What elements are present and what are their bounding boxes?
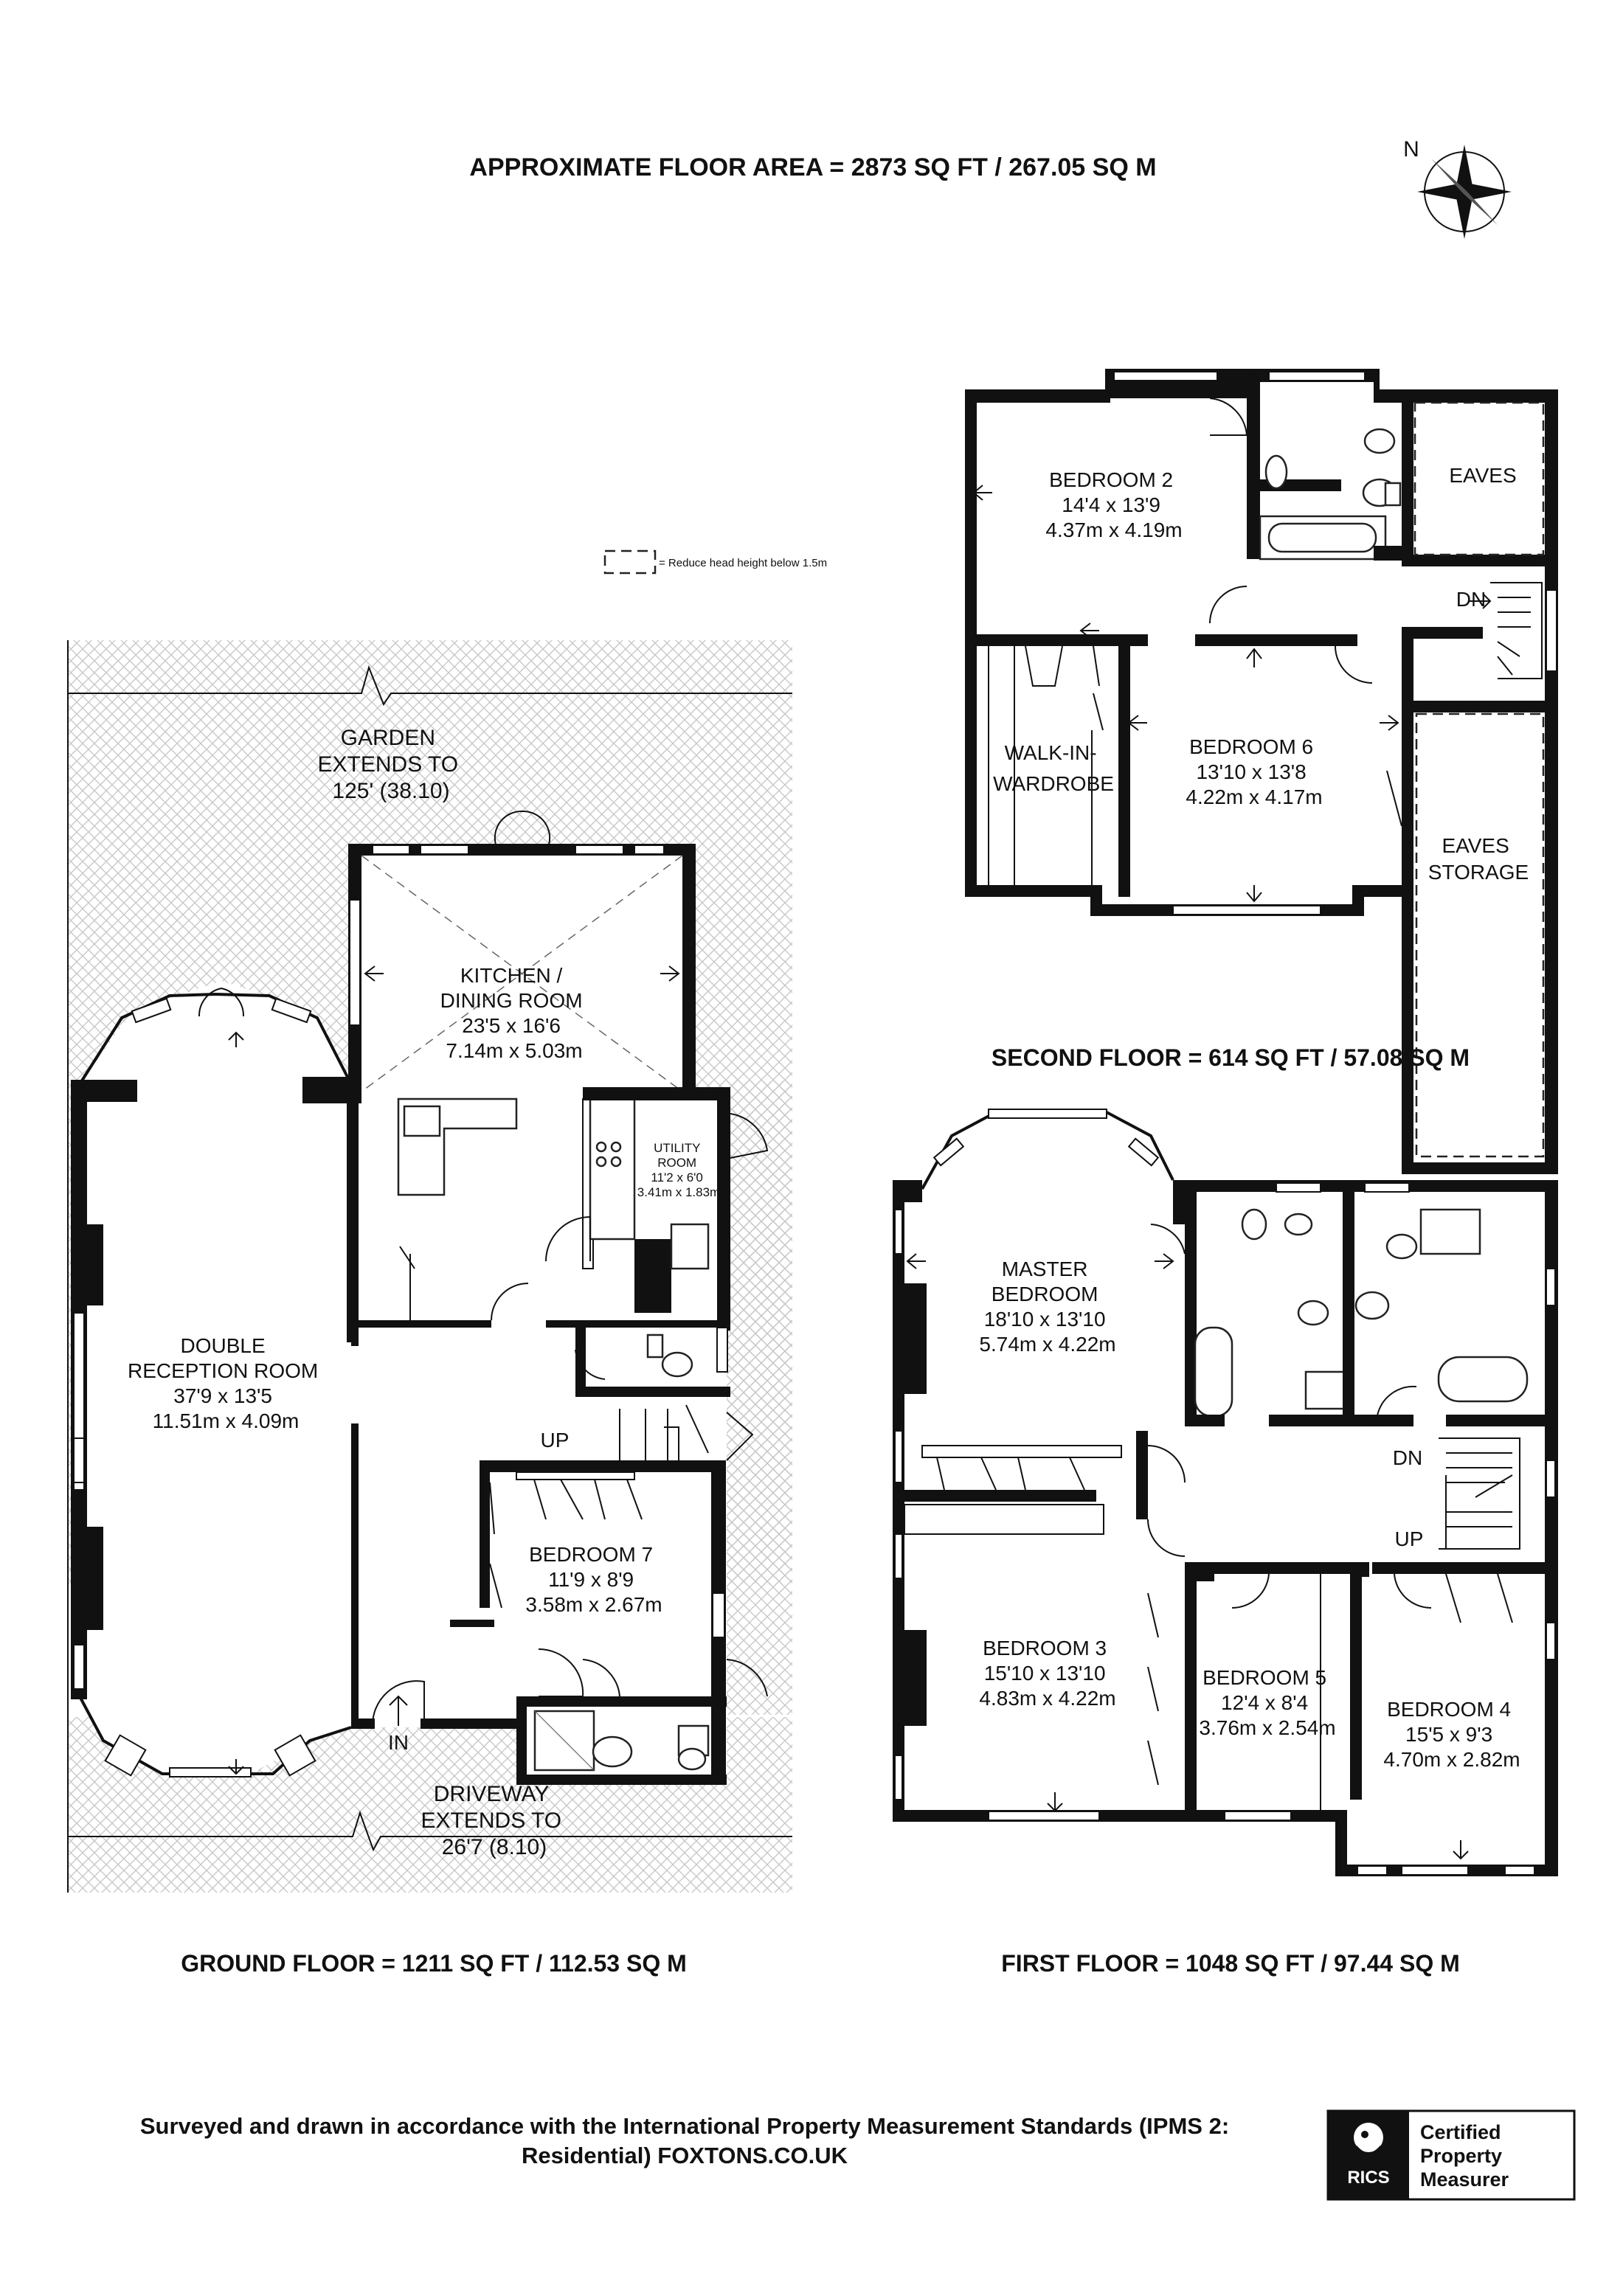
- entrance-label: IN: [388, 1731, 409, 1754]
- stairs-up-label-first: UP: [1395, 1527, 1424, 1550]
- kitchen-label: KITCHEN / DINING ROOM 23'5 x 16'6 7.14m …: [440, 964, 589, 1062]
- utility-label: UTILITY ROOM 11'2 x 6'0 3.41m x 1.83m: [637, 1141, 720, 1199]
- reception-label: DOUBLE RECEPTION ROOM 37'9 x 13'5 11.51m…: [128, 1334, 324, 1432]
- footer-line-2: Residential) FOXTONS.CO.UK: [522, 2143, 848, 2168]
- ground-floor-caption: GROUND FLOOR = 1211 SQ FT / 112.53 SQ M: [181, 1950, 687, 1977]
- compass-rose-icon: N: [1403, 137, 1512, 239]
- eaves-label: EAVES: [1449, 464, 1516, 487]
- driveway-label: DRIVEWAY EXTENDS TO 26'7 (8.10): [421, 1782, 568, 1859]
- footer-line-1: Surveyed and drawn in accordance with th…: [140, 2113, 1229, 2139]
- bedroom-3-label: BEDROOM 3 15'10 x 13'10 4.83m x 4.22m: [979, 1637, 1115, 1710]
- head-height-key: = Reduce head height below 1.5m: [603, 549, 827, 575]
- key-label: = Reduce head height below 1.5m: [659, 557, 827, 569]
- second-floor: BEDROOM 2 14'4 x 13'9 4.37m x 4.19m EAVE…: [965, 369, 1558, 1174]
- second-floor-caption: SECOND FLOOR = 614 SQ FT / 57.08 SQ M: [992, 1044, 1470, 1071]
- walk-in-wardrobe-label: WALK-IN- WARDROBE: [993, 741, 1114, 795]
- compass-north-label: N: [1403, 137, 1419, 162]
- eaves-storage-label: EAVES STORAGE: [1428, 834, 1529, 884]
- rics-certified-badge: RICS Certified Property Measurer: [1326, 2109, 1576, 2201]
- bedroom-7-label: BEDROOM 7 11'9 x 8'9 3.58m x 2.67m: [525, 1543, 662, 1616]
- first-floor: MASTER BEDROOM 18'10 x 13'10 5.74m x 4.2…: [893, 1109, 1558, 1977]
- bedroom-6-label: BEDROOM 6 13'10 x 13'8 4.22m x 4.17m: [1186, 735, 1322, 808]
- rics-logo-text: RICS: [1347, 2168, 1389, 2188]
- stairs-down-label-first: DN: [1393, 1446, 1422, 1469]
- rics-lion-icon: [1354, 2123, 1383, 2155]
- badge-line-2: Property: [1420, 2145, 1502, 2167]
- bedroom-4-label: BEDROOM 4 15'5 x 9'3 4.70m x 2.82m: [1383, 1698, 1520, 1771]
- badge-line-3: Measurer: [1420, 2168, 1509, 2191]
- master-bedroom-label: MASTER BEDROOM 18'10 x 13'10 5.74m x 4.2…: [979, 1258, 1115, 1356]
- ground-floor: GARDEN EXTENDS TO 125' (38.10) KITCHEN /…: [67, 640, 792, 1977]
- first-floor-caption: FIRST FLOOR = 1048 SQ FT / 97.44 SQ M: [1001, 1950, 1460, 1977]
- floor-area-title: APPROXIMATE FLOOR AREA = 2873 SQ FT / 26…: [469, 153, 1156, 181]
- stairs-up-label: UP: [541, 1429, 570, 1452]
- badge-line-1: Certified: [1420, 2121, 1501, 2143]
- bedroom-5-label: BEDROOM 5 12'4 x 8'4 3.76m x 2.54m: [1199, 1666, 1335, 1739]
- bedroom-2-label: BEDROOM 2 14'4 x 13'9 4.37m x 4.19m: [1045, 468, 1182, 541]
- garden-label: GARDEN EXTENDS TO 125' (38.10): [318, 726, 465, 803]
- stairs-down-label-second: DN: [1456, 588, 1486, 611]
